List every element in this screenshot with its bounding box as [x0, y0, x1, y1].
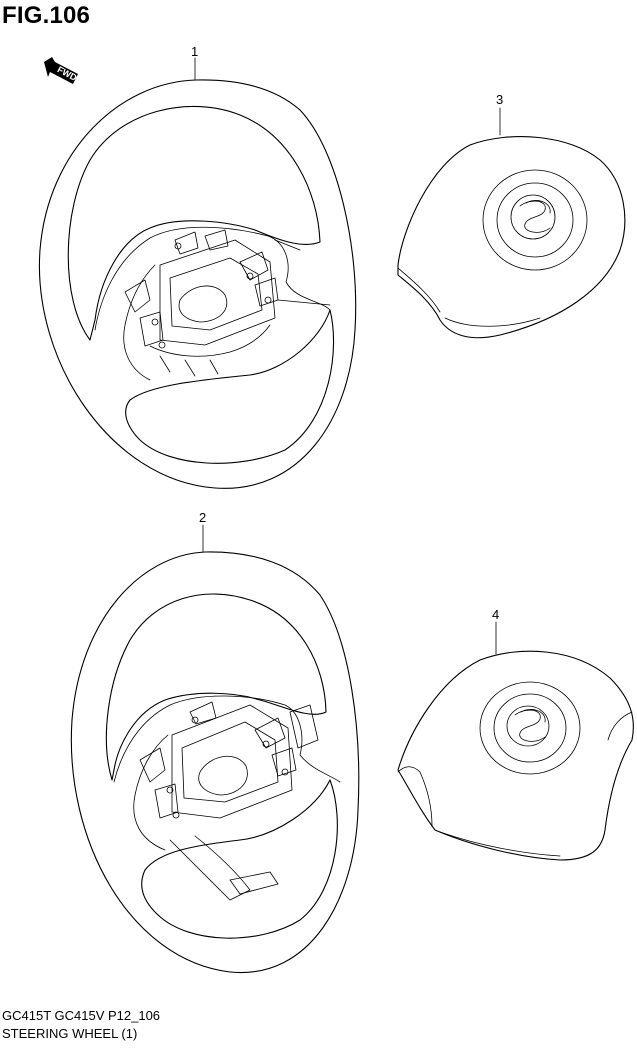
callout-1: 1 [191, 44, 199, 59]
callout-4: 4 [492, 607, 500, 622]
footer-model-code: GC415T GC415V P12_106 [2, 1008, 161, 1023]
steering-wheel-icon [70, 551, 360, 974]
steering-wheel-icon [38, 79, 357, 489]
callout-2: 2 [199, 510, 207, 525]
airbag-pad-icon [397, 650, 634, 861]
footer-section-title: STEERING WHEEL (1) [2, 1026, 138, 1041]
figure-title: FIG.106 [2, 2, 91, 29]
airbag-pad-icon [397, 136, 626, 339]
callout-3: 3 [496, 92, 504, 107]
fwd-arrow-icon: FWD [44, 57, 79, 84]
